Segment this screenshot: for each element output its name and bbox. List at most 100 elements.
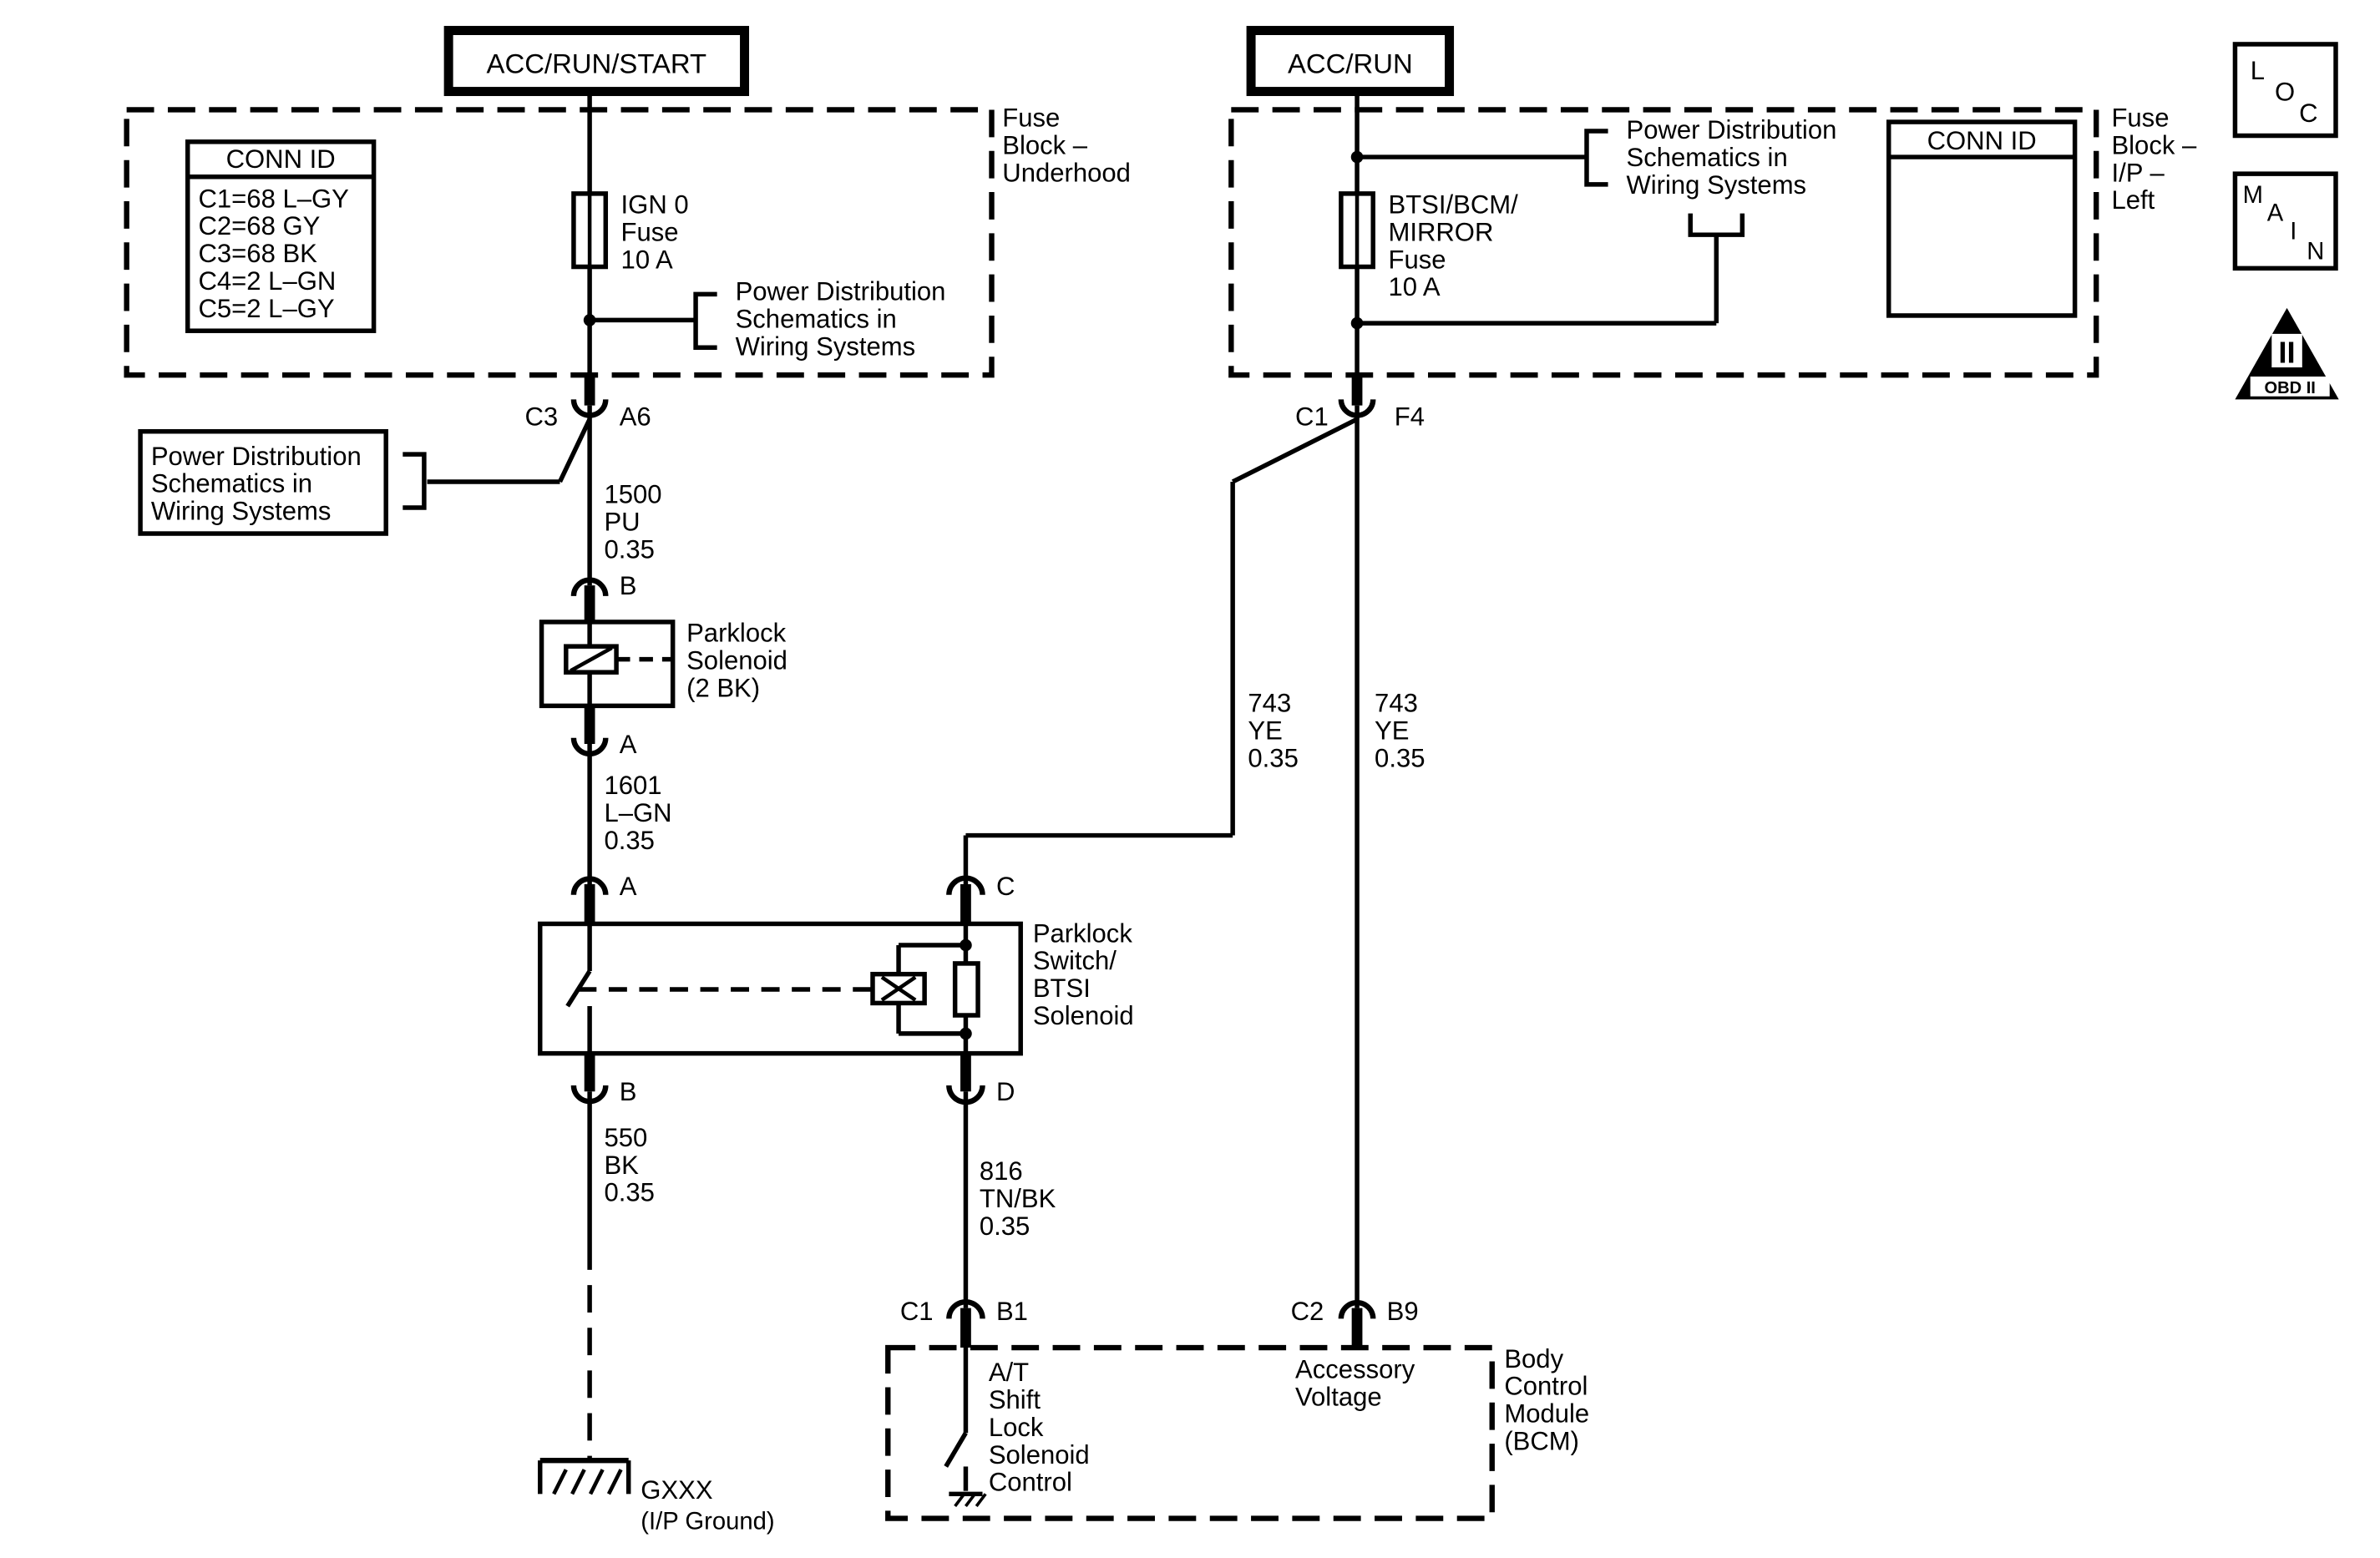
connector-a6-label: A6	[620, 402, 651, 431]
btsi-fuse-label-3: Fuse	[1388, 245, 1446, 274]
wire-1601-size: 0.35	[604, 826, 654, 855]
loc-letter-c: C	[2299, 99, 2317, 128]
conn-id-table-ip: CONN ID	[1886, 119, 2078, 318]
bcm-name-3: Module	[1504, 1399, 1589, 1429]
fuse-block-underhood-name-3: Underhood	[1002, 158, 1131, 187]
wire-550-id: 550	[604, 1123, 647, 1152]
bcm-name-2: Control	[1504, 1372, 1588, 1401]
wire-743a-color: YE	[1248, 716, 1282, 746]
connector-b9-label: B9	[1387, 1297, 1419, 1326]
main-icon[interactable]: M A I N	[2232, 171, 2338, 271]
ign0-fuse-label-3: 10 A	[621, 245, 673, 274]
btsi-fuse-label-1: BTSI/BCM/	[1388, 190, 1518, 220]
bcm-name-4: (BCM)	[1504, 1426, 1579, 1455]
loc-icon[interactable]: L O C	[2232, 42, 2338, 139]
connector-c2-b9: C2 B9	[1291, 1297, 1419, 1348]
bcm-shift-lock-3: Lock	[989, 1413, 1044, 1442]
parklock-switch-label-1: Parklock	[1033, 918, 1133, 948]
conn-id-title-underhood: CONN ID	[226, 144, 336, 174]
connector-b1-label: B1	[996, 1297, 1028, 1326]
acc-run-start-label: ACC/RUN/START	[487, 48, 707, 79]
obd-ii-icon[interactable]: II OBD II	[2235, 307, 2339, 400]
loc-letter-o: O	[2275, 78, 2295, 107]
connector-c1-top-label: C1	[1295, 402, 1329, 431]
ext-power-dist-3: Wiring Systems	[151, 497, 332, 526]
ip-power-dist-2: Schematics in	[1627, 143, 1788, 172]
loc-letter-l: L	[2251, 56, 2265, 85]
conn-id-entry-3: C3=68 BK	[199, 239, 318, 268]
underhood-power-dist-2: Schematics in	[736, 305, 897, 334]
bcm-accessory-1: Accessory	[1295, 1355, 1415, 1384]
connector-solenoid-b: B	[570, 571, 637, 622]
bcm-shift-lock-1: A/T	[989, 1358, 1029, 1387]
ign0-fuse-label-1: IGN 0	[621, 190, 689, 220]
connector-switch-d-label: D	[996, 1077, 1015, 1106]
connector-solenoid-a-label: A	[620, 730, 637, 759]
fuse-block-underhood-name-2: Block –	[1002, 130, 1088, 159]
main-letter-n: N	[2307, 238, 2324, 265]
connector-switch-c-label: C	[996, 872, 1015, 901]
parklock-switch-label-2: Switch/	[1033, 946, 1117, 975]
acc-run-source: ACC/RUN	[1246, 26, 1455, 97]
ign0-fuse: IGN 0 Fuse 10 A	[571, 190, 689, 274]
wire-743b-color: YE	[1375, 716, 1409, 746]
wire-816-label: 816 TN/BK 0.35	[980, 1156, 1056, 1241]
wire-743b-label: 743 YE 0.35	[1375, 689, 1425, 773]
connector-solenoid-b-label: B	[620, 571, 637, 600]
ign0-fuse-label-2: Fuse	[621, 217, 679, 246]
wire-743a-size: 0.35	[1248, 743, 1298, 772]
conn-id-entry-4: C4=2 L–GN	[199, 266, 337, 296]
underhood-power-dist-1: Power Distribution	[736, 277, 946, 306]
conn-id-entry-2: C2=68 GY	[199, 211, 321, 240]
ground-desc-label: (I/P Ground)	[641, 1508, 774, 1535]
parklock-switch-label-3: BTSI	[1033, 974, 1091, 1003]
underhood-power-dist-3: Wiring Systems	[736, 331, 916, 361]
main-letter-i: I	[2290, 219, 2296, 245]
fuse-block-underhood: Fuse Block – Underhood CONN ID C1=68 L–G…	[124, 104, 1131, 378]
connector-c1-f4: C1 F4	[1295, 375, 1425, 431]
connector-switch-b: B	[570, 1053, 637, 1106]
obd-roman-label: II	[2278, 336, 2295, 370]
connector-switch-a-label: A	[620, 872, 637, 901]
wire-1601-id: 1601	[604, 771, 661, 800]
connector-c2-label: C2	[1291, 1297, 1324, 1326]
ip-power-dist-1: Power Distribution	[1627, 115, 1837, 144]
wire-1601-label: 1601 L–GN 0.35	[604, 771, 671, 855]
parklock-solenoid-label-2: Solenoid	[686, 646, 787, 675]
conn-id-table-underhood: CONN ID C1=68 L–GY C2=68 GY C3=68 BK C4=…	[185, 139, 377, 333]
bcm-accessory-2: Voltage	[1295, 1382, 1382, 1411]
main-letter-m: M	[2243, 182, 2263, 209]
wire-1601-color: L–GN	[604, 798, 671, 827]
main-letter-a: A	[2267, 200, 2284, 227]
wire-816-color: TN/BK	[980, 1184, 1056, 1213]
parklock-solenoid: Parklock Solenoid (2 BK)	[539, 619, 787, 709]
connector-switch-c: C	[946, 872, 1015, 924]
external-power-dist-box: Power Distribution Schematics in Wiring …	[138, 428, 388, 536]
wire-743a-id: 743	[1248, 689, 1291, 718]
bcm-shift-lock-2: Shift	[989, 1385, 1041, 1414]
acc-run-label: ACC/RUN	[1288, 48, 1413, 79]
wire-743a-label: 743 YE 0.35	[1248, 689, 1298, 773]
fuse-block-ip-name-1: Fuse	[2111, 104, 2169, 133]
parklock-switch-btsi: Parklock Switch/ BTSI Solenoid	[537, 918, 1134, 1056]
ext-power-dist-1: Power Distribution	[151, 442, 362, 471]
connector-switch-d: D	[946, 1053, 1015, 1106]
connector-switch-b-label: B	[620, 1077, 637, 1106]
connector-solenoid-a: A	[570, 706, 637, 759]
wire-1500-color: PU	[604, 507, 640, 536]
fuse-block-underhood-name-1: Fuse	[1002, 104, 1060, 133]
ext-power-dist-2: Schematics in	[151, 469, 312, 498]
body-control-module: Body Control Module (BCM) A/T Shift Lock…	[885, 1344, 1589, 1521]
connector-switch-a: A	[570, 872, 637, 924]
fuse-block-ip-name-2: Block –	[2111, 130, 2197, 159]
conn-id-entry-1: C1=68 L–GY	[199, 184, 350, 213]
btsi-fuse: BTSI/BCM/ MIRROR Fuse 10 A	[1339, 190, 1518, 301]
obd-text-label: OBD II	[2265, 379, 2316, 397]
wire-816-size: 0.35	[980, 1211, 1030, 1241]
fuse-block-ip: Fuse Block – I/P – Left CONN ID BTSI/BCM…	[1228, 104, 2197, 378]
ip-power-dist-3: Wiring Systems	[1627, 170, 1807, 200]
acc-run-start-source: ACC/RUN/START	[443, 26, 750, 97]
parklock-switch-label-4: Solenoid	[1033, 1001, 1134, 1030]
ground-id-label: GXXX	[641, 1475, 713, 1505]
